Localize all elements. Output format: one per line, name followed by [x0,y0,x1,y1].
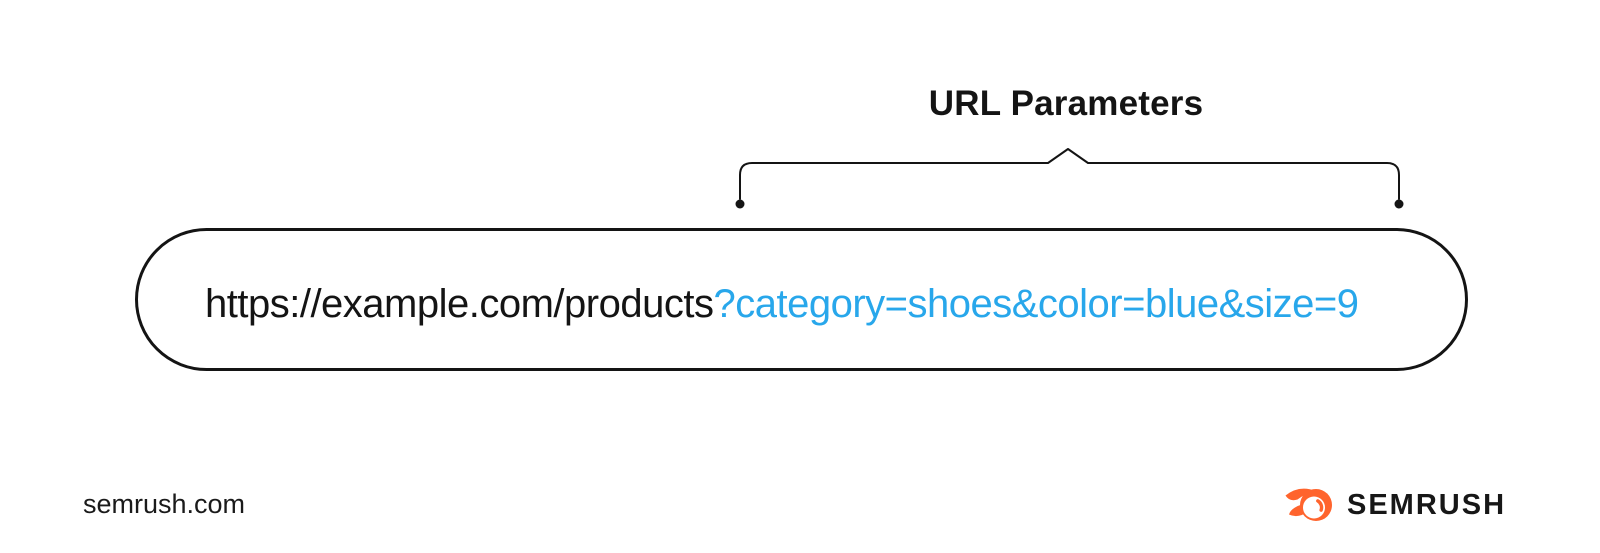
semrush-wordmark: SEMRUSH [1347,488,1507,521]
url-params-text: ?category=shoes&color=blue&size=9 [713,281,1359,326]
diagram-title: URL Parameters [928,84,1204,123]
semrush-logo: SEMRUSH [1284,483,1506,527]
brace-right-dot [1394,199,1404,209]
url-bar: https://example.com/products?category=sh… [135,228,1468,371]
source-site-label: semrush.com [83,489,246,519]
semrush-fireball-icon [1285,488,1332,521]
brace-line [739,148,1400,200]
url-base-text: https://example.com/products [205,281,714,326]
brace-left-dot [735,199,745,209]
